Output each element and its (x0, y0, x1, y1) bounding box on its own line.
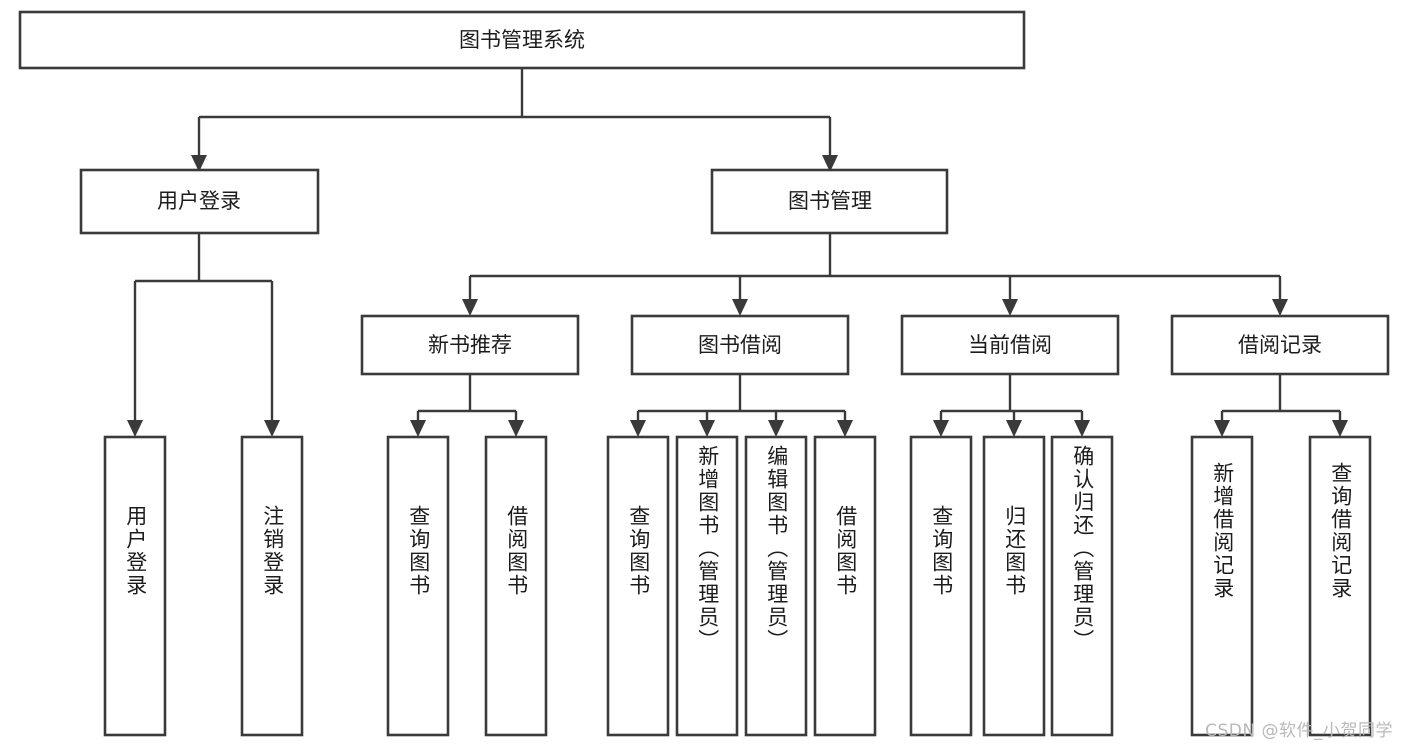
node-root-label: 图书管理系统 (459, 28, 585, 52)
arrowhead-leaf-bb-edit (768, 420, 784, 437)
node-book-manage-label: 图书管理 (788, 189, 872, 213)
arrowhead-leaf-user-login (127, 420, 143, 437)
node-user-login[interactable]: 用户登录 (79, 168, 320, 235)
node-book-borrow[interactable]: 图书借阅 (630, 314, 850, 376)
node-new-book-rec-box[interactable] (360, 314, 580, 376)
leaf-box-user-logout[interactable] (240, 435, 304, 737)
arrowhead-book-borrow (732, 299, 748, 316)
leaf-box-bb-edit[interactable] (744, 435, 808, 737)
arrowhead-leaf-cb-query (933, 420, 949, 437)
node-new-book-rec-label: 新书推荐 (428, 333, 512, 357)
node-root[interactable]: 图书管理系统 (18, 10, 1026, 70)
arrowhead-new-book-rec (462, 299, 478, 316)
leaf-box-nbr-borrow[interactable] (484, 435, 548, 737)
node-book-manage-box[interactable] (710, 168, 949, 235)
leaf-box-nbr-query[interactable] (386, 435, 450, 737)
node-current-borrow[interactable]: 当前借阅 (900, 314, 1120, 376)
arrowhead-leaf-user-logout (264, 420, 280, 437)
leaf-box-bb-borrow[interactable] (813, 435, 877, 737)
arrowhead-leaf-nbr-query (410, 420, 426, 437)
node-book-borrow-box[interactable] (630, 314, 850, 376)
node-current-borrow-label: 当前借阅 (968, 333, 1052, 357)
connector-layer (127, 68, 1348, 437)
leaf-box-bb-query[interactable] (606, 435, 670, 737)
node-user-login-box[interactable] (79, 168, 320, 235)
arrowhead-leaf-bb-add (699, 420, 715, 437)
leaf-box-br-add[interactable] (1190, 435, 1254, 737)
leaf-box-cb-return[interactable] (982, 435, 1046, 737)
arrowhead-leaf-cb-confirm (1074, 420, 1090, 437)
leaf-box-br-query[interactable] (1308, 435, 1372, 737)
arrowhead-leaf-br-add (1214, 420, 1230, 437)
arrowhead-leaf-bb-borrow (837, 420, 853, 437)
arrowhead-user-login (191, 155, 207, 172)
arrowhead-leaf-nbr-borrow (508, 420, 524, 437)
arrowhead-book-manage (822, 155, 838, 172)
csdn-watermark: CSDN @软件_小贺同学 (1205, 721, 1393, 741)
arrowhead-leaf-br-query (1332, 420, 1348, 437)
arrowhead-borrow-record (1272, 299, 1288, 316)
leaf-box-cb-confirm[interactable] (1050, 435, 1114, 737)
leaf-box-layer[interactable] (103, 435, 1372, 737)
node-book-borrow-label: 图书借阅 (698, 333, 782, 357)
node-borrow-record-label: 借阅记录 (1238, 333, 1322, 357)
node-user-login-label: 用户登录 (157, 189, 241, 213)
leaf-box-cb-query[interactable] (909, 435, 973, 737)
leaf-box-bb-add[interactable] (675, 435, 739, 737)
node-new-book-rec[interactable]: 新书推荐 (360, 314, 580, 376)
arrowhead-leaf-cb-return (1006, 420, 1022, 437)
arrowhead-current-borrow (1002, 299, 1018, 316)
leaf-box-user-login[interactable] (103, 435, 167, 737)
arrowhead-leaf-bb-query (630, 420, 646, 437)
node-book-manage[interactable]: 图书管理 (710, 168, 949, 235)
node-borrow-record-box[interactable] (1170, 314, 1390, 376)
node-borrow-record[interactable]: 借阅记录 (1170, 314, 1390, 376)
node-root-box[interactable] (18, 10, 1026, 70)
node-current-borrow-box[interactable] (900, 314, 1120, 376)
